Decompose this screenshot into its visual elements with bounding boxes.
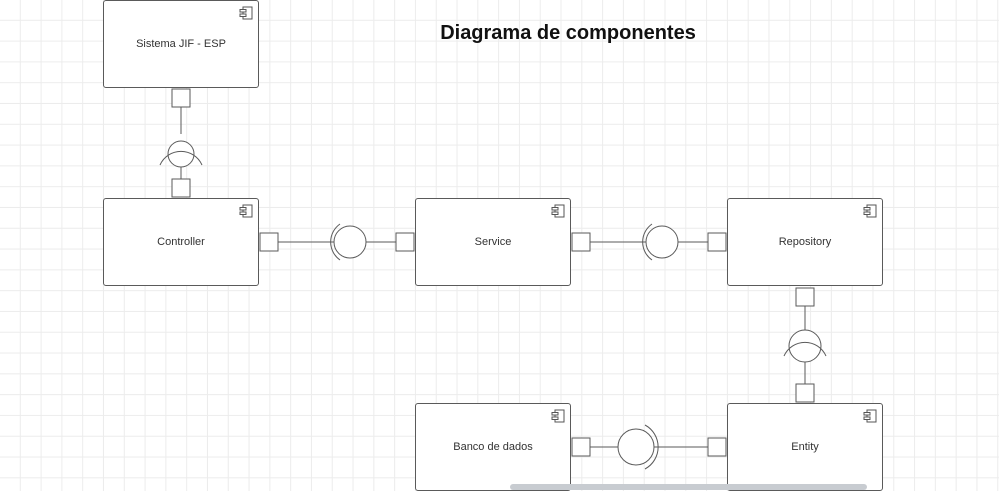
component-icon	[551, 204, 565, 218]
component-label: Repository	[778, 236, 832, 248]
connector-service-repository	[571, 223, 727, 261]
connector-entity-banco	[571, 424, 727, 470]
component-icon	[863, 409, 877, 423]
component-label: Banco de dados	[453, 441, 533, 453]
component-controller[interactable]: Controller	[103, 198, 259, 286]
component-label: Controller	[157, 236, 205, 248]
component-label: Sistema JIF - ESP	[136, 38, 226, 50]
component-banco-de-dados[interactable]: Banco de dados	[415, 403, 571, 491]
component-repository[interactable]: Repository	[727, 198, 883, 286]
component-icon	[239, 6, 253, 20]
horizontal-scrollbar[interactable]	[510, 484, 867, 490]
component-icon	[239, 204, 253, 218]
component-icon	[863, 204, 877, 218]
component-service[interactable]: Service	[415, 198, 571, 286]
component-label: Service	[474, 236, 512, 248]
component-label: Entity	[791, 441, 819, 453]
component-sistema[interactable]: Sistema JIF - ESP	[103, 0, 259, 88]
connector-repository-entity	[783, 287, 827, 403]
component-entity[interactable]: Entity	[727, 403, 883, 491]
diagram-title: Diagrama de componentes	[440, 22, 696, 44]
component-icon	[551, 409, 565, 423]
connector-controller-service	[259, 223, 415, 261]
connector-sistema-controller	[159, 88, 203, 198]
